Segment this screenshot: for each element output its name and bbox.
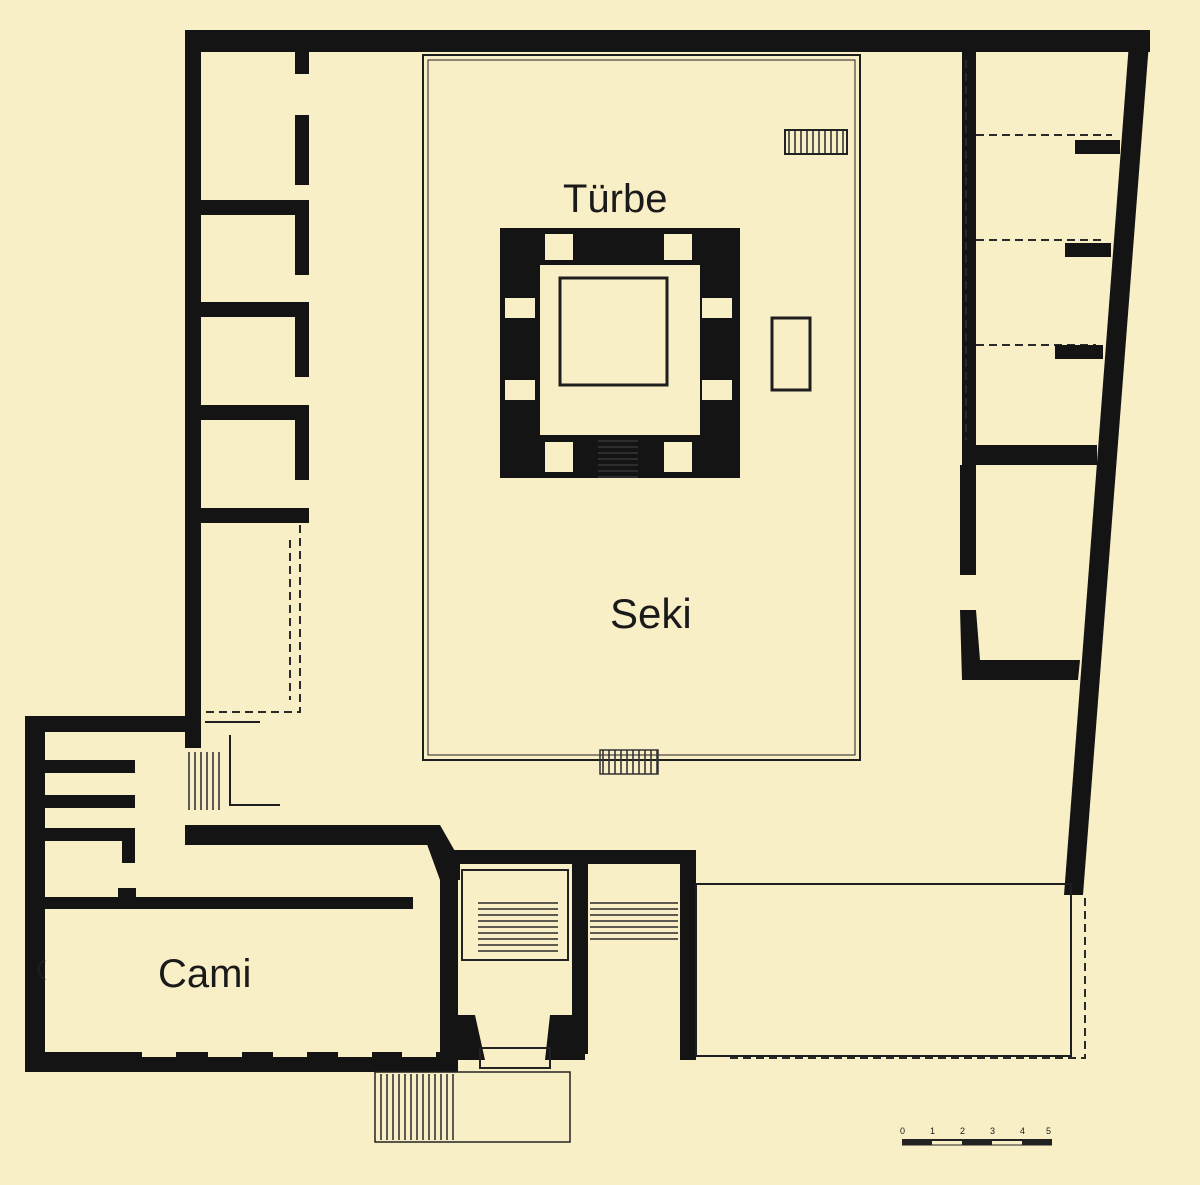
- scale-tick-5: 5: [1046, 1126, 1051, 1136]
- scale-tick-1: 1: [930, 1126, 935, 1136]
- cami-building: [37, 760, 436, 1057]
- scale-tick-0: 0: [900, 1126, 905, 1136]
- seki-platform: [422, 54, 861, 775]
- scale-tick-4: 4: [1020, 1126, 1025, 1136]
- label-cami: Cami: [158, 952, 251, 996]
- entrance-block: [374, 850, 696, 1143]
- label-seki: Seki: [610, 590, 692, 637]
- right-cells: [960, 52, 1120, 680]
- turbe-building: [500, 228, 812, 478]
- label-turbe: Türbe: [563, 177, 668, 221]
- lower-right-hall: [695, 883, 1086, 1059]
- left-cells: [188, 52, 309, 810]
- scale-tick-2: 2: [960, 1126, 965, 1136]
- scale-bar: 0 1 2 3 4 5: [900, 1126, 1052, 1146]
- scale-tick-3: 3: [990, 1126, 995, 1136]
